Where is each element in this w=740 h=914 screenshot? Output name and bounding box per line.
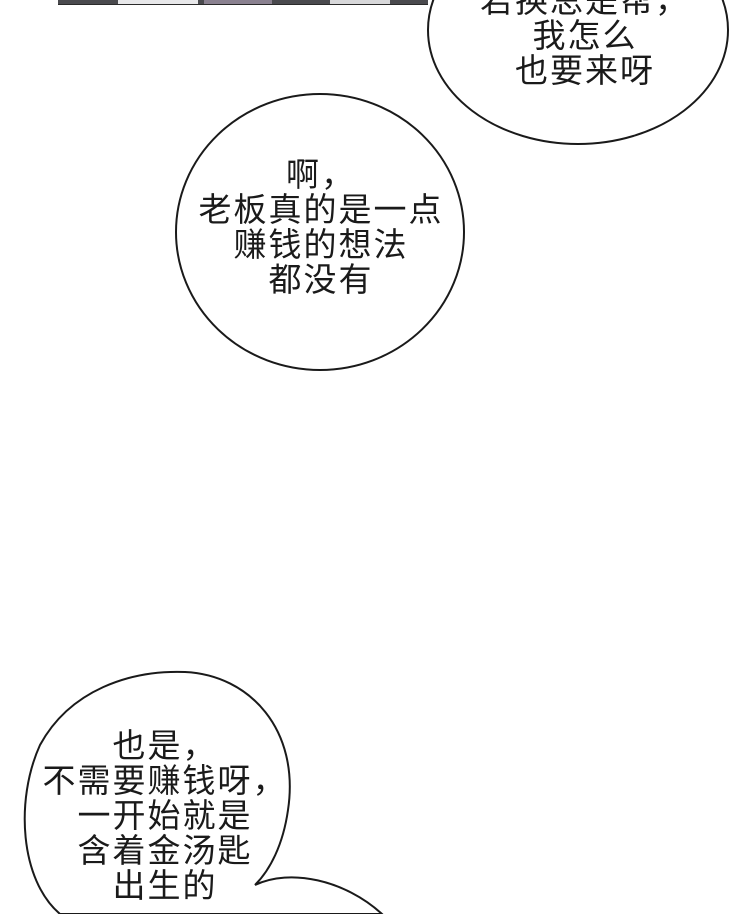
panel-edge-light-segment: [118, 0, 198, 4]
bubble-line: 赚钱的想法: [233, 225, 409, 264]
bubble-line: 若换总是帮，: [480, 0, 690, 20]
speech-bubble-top-right-text: 若换总是帮， 我怎么 也要来呀: [440, 0, 730, 88]
bubble-line: 啊，: [286, 155, 356, 194]
panel-edge-purple-segment: [204, 0, 272, 4]
speech-bubble-bottom-left: [23, 670, 384, 914]
previous-panel-edge: [58, 0, 428, 5]
bubble-line: 都没有: [268, 260, 374, 299]
speech-bubble-top-right: [427, 0, 729, 145]
bubble-line: 老板真的是一点: [198, 190, 444, 229]
speech-bubble-middle: [175, 93, 465, 371]
bubble-line: 也要来呀: [515, 51, 655, 90]
speech-bubble-bottom-text: 也是， 不需要赚钱呀， 一开始就是 含着金汤匙 出生的: [20, 728, 310, 903]
bubble-line: 一开始就是: [77, 796, 253, 835]
bubble-line: 我怎么: [532, 16, 638, 55]
bubble-line: 出生的: [112, 866, 218, 905]
bubble-line: 含着金汤匙: [77, 831, 253, 870]
bubble-line: 不需要赚钱呀，: [42, 761, 288, 800]
panel-edge-light-segment-2: [330, 0, 390, 4]
bubble-line: 也是，: [112, 726, 218, 765]
speech-bubble-middle-text: 啊， 老板真的是一点 赚钱的想法 都没有: [176, 157, 466, 297]
